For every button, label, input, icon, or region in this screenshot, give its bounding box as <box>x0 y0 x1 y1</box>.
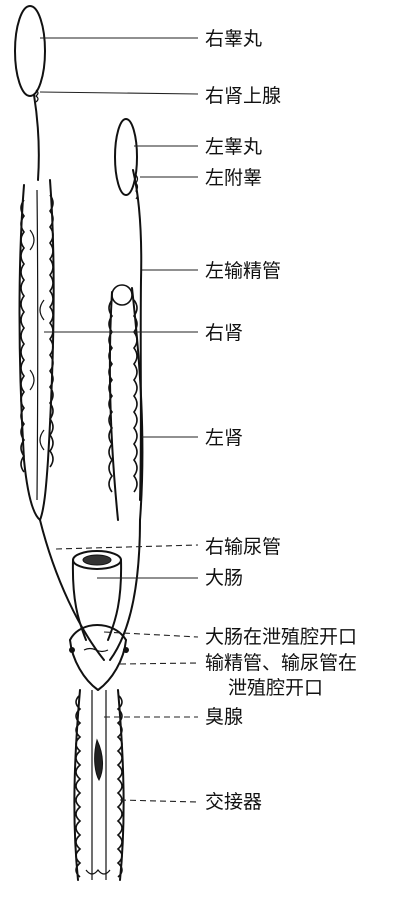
left-vas-deferens <box>132 169 143 501</box>
label-right-testis: 右睾丸 <box>205 28 263 50</box>
label-left-testis: 左睾丸 <box>205 136 263 158</box>
label-musk-gland: 臭腺 <box>205 706 244 728</box>
right-kidney-shape <box>18 179 55 521</box>
label-left-vas-deferens: 左输精管 <box>205 260 282 282</box>
label-vas-ureter-opening-line2: 泄殖腔开口 <box>228 677 324 699</box>
right-ureter <box>39 519 105 661</box>
label-copulatory-organ: 交接器 <box>205 791 263 813</box>
label-right-kidney: 右肾 <box>205 322 244 344</box>
left-ureter <box>109 519 141 661</box>
large-intestine-shape <box>71 550 123 641</box>
label-right-adrenal: 右肾上腺 <box>205 85 282 107</box>
label-right-ureter: 右输尿管 <box>205 536 282 558</box>
cloaca-shape <box>69 624 129 691</box>
right-adrenal-shape <box>35 89 39 103</box>
left-testis-shape <box>114 118 138 196</box>
label-left-epididymis: 左附睾 <box>205 167 263 189</box>
copulatory-organ-shape <box>73 689 125 881</box>
right-vas-deferens-upper <box>33 94 40 181</box>
label-left-kidney: 左肾 <box>205 427 244 449</box>
label-large-intestine: 大肠 <box>205 567 244 589</box>
musk-gland-dark-shape <box>94 738 103 782</box>
right-testis-shape <box>14 5 46 97</box>
leader-lines <box>39 37 199 803</box>
left-kidney-shape <box>108 284 144 521</box>
label-intestine-cloaca-opening: 大肠在泄殖腔开口 <box>205 626 358 648</box>
label-vas-ureter-opening-line1: 输精管、输尿管在 <box>205 652 358 674</box>
